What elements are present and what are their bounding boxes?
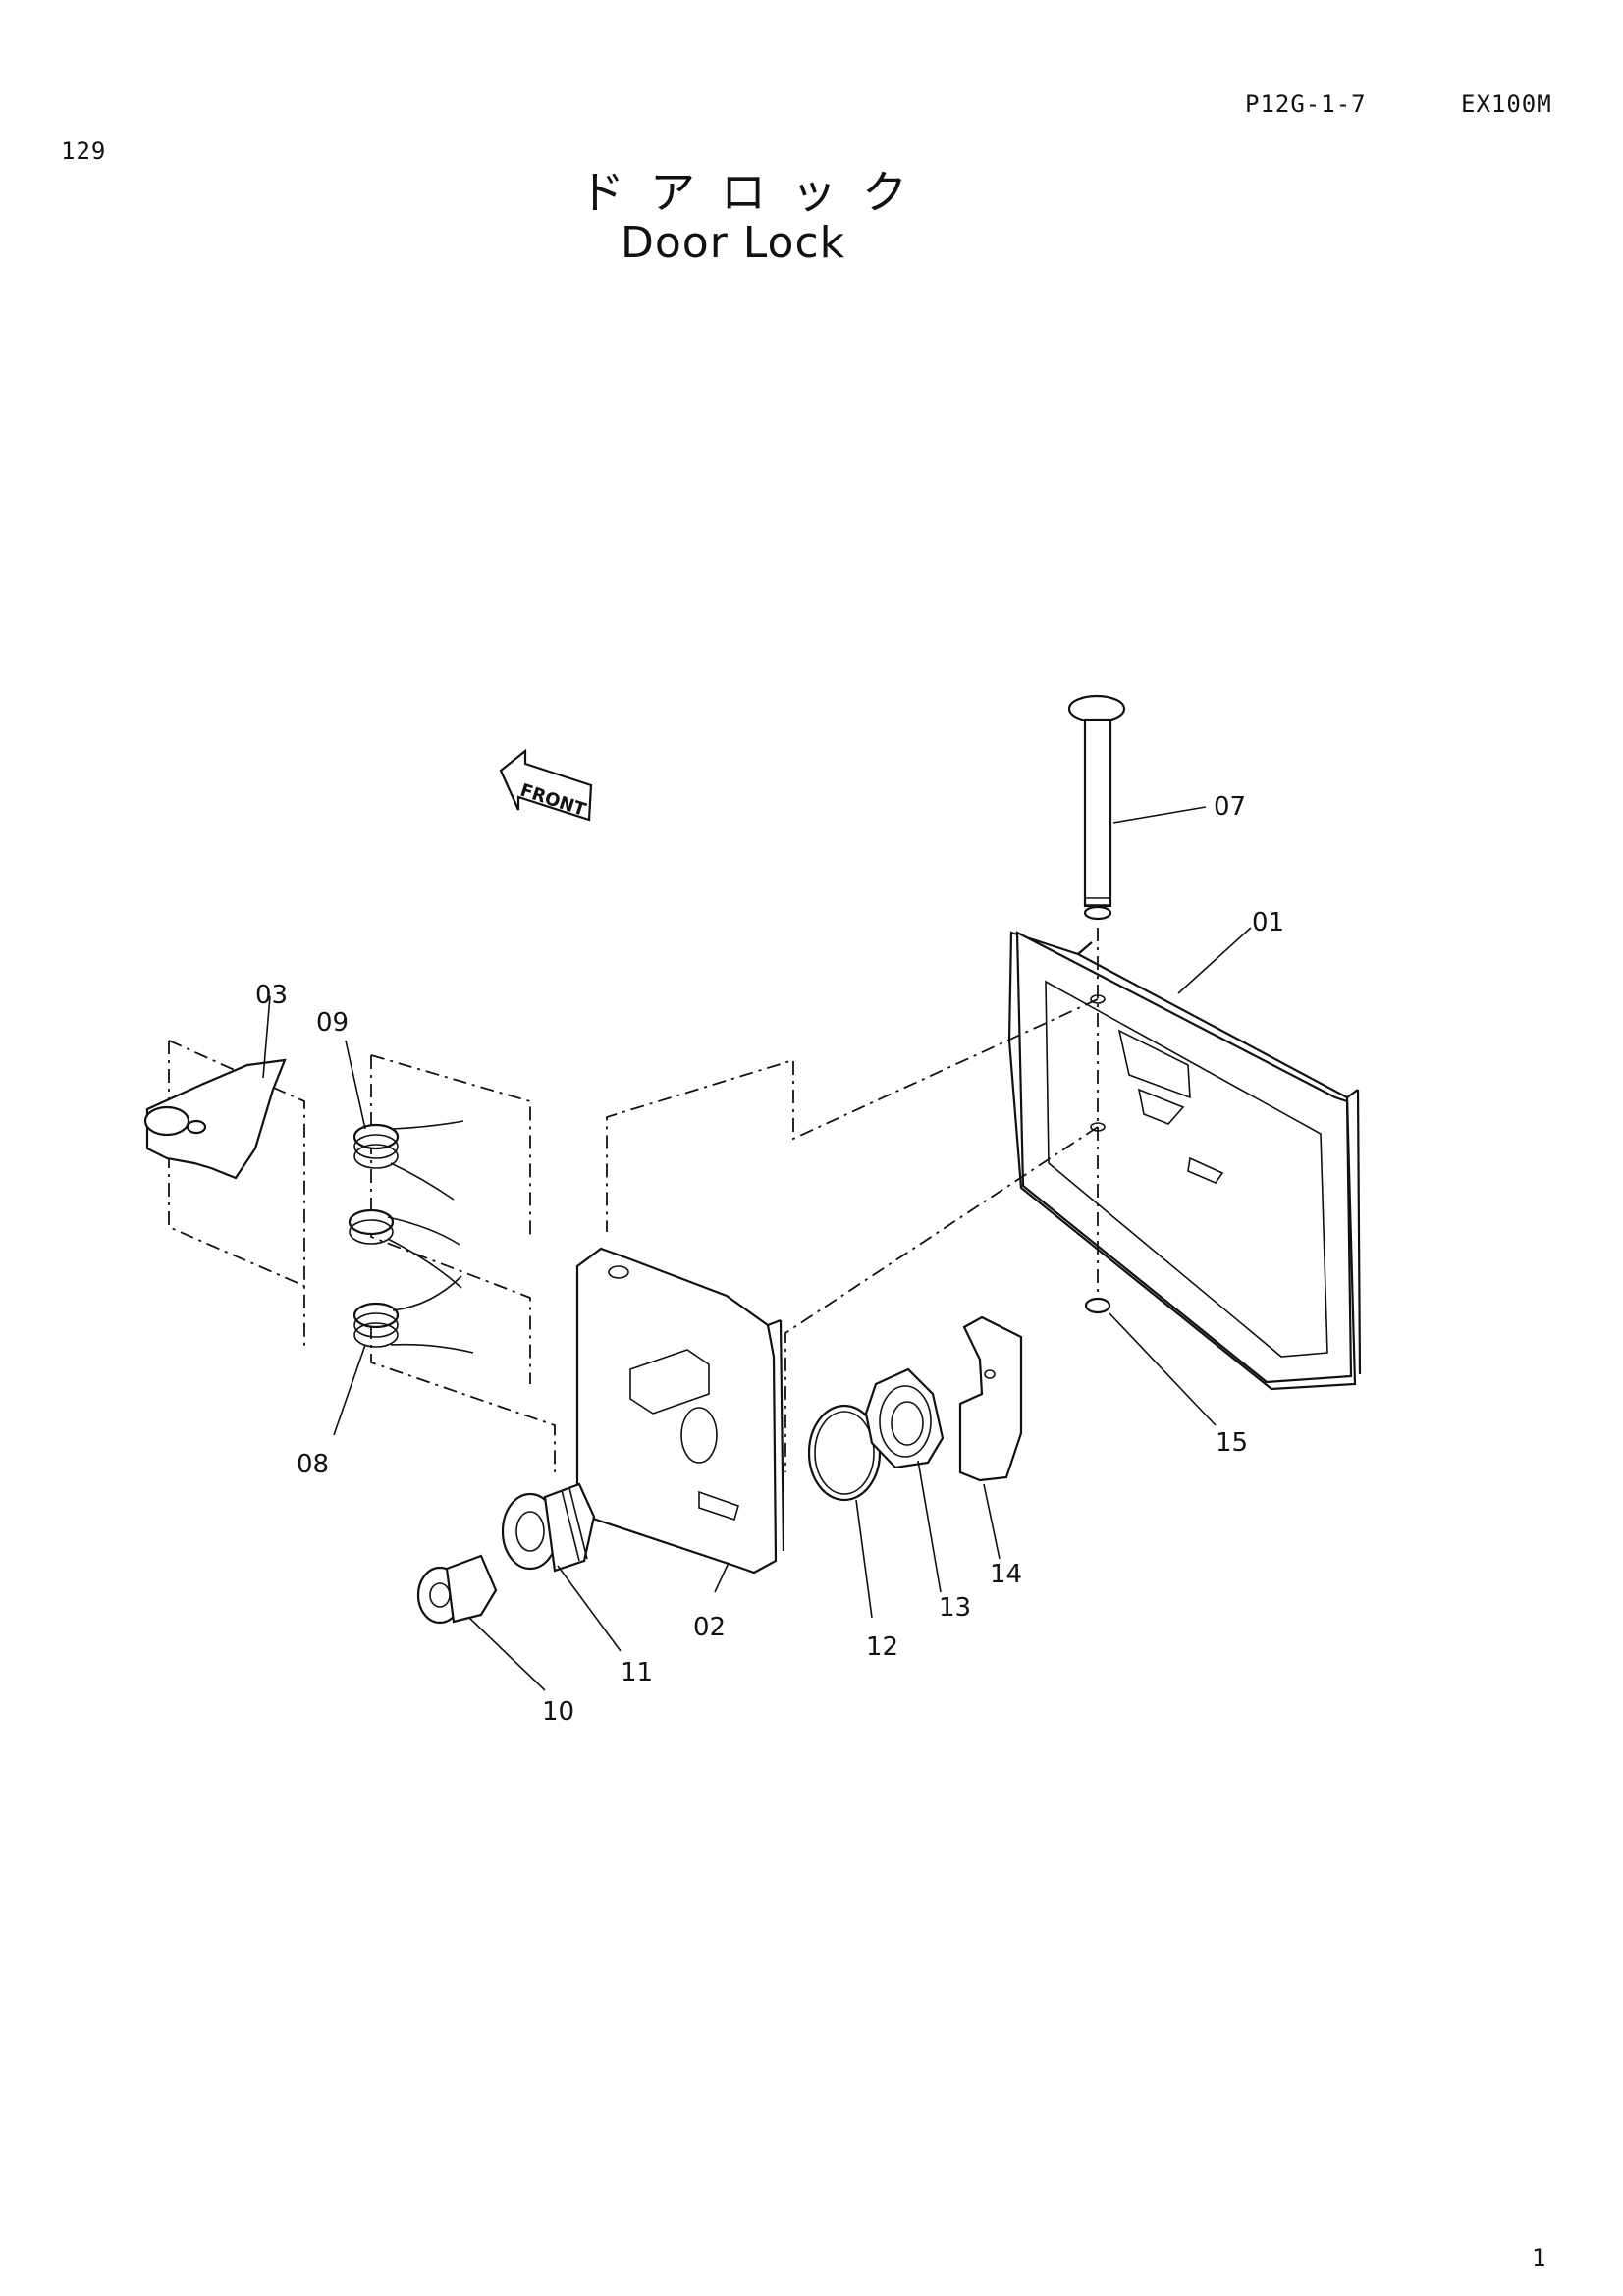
callout-03: 03 [255,981,288,1010]
part-11-bushing [501,1482,596,1573]
title-english: Door Lock [621,218,846,268]
part-13-nut [864,1367,945,1469]
part-07-pin [1067,694,1126,921]
callout-12: 12 [866,1632,898,1662]
callout-11: 11 [621,1658,653,1687]
part-02-lock-body [575,1247,785,1575]
part-08-spring [352,1275,474,1354]
part-spring-middle [348,1208,462,1289]
callout-13: 13 [939,1593,971,1623]
part-10-cylinder [416,1554,498,1625]
front-arrow: FRONT [499,748,593,822]
callout-15: 15 [1216,1428,1248,1458]
callout-02: 02 [693,1613,726,1642]
callout-09: 09 [316,1008,349,1038]
catalog-code: P12G-1-7 [1245,90,1367,118]
callout-10: 10 [542,1697,574,1727]
callout-08: 08 [297,1450,329,1479]
callout-14: 14 [990,1560,1022,1589]
part-12-oring [807,1404,882,1502]
page-number: 129 [61,137,107,165]
part-09-spring [352,1120,464,1201]
part-15-ring [1084,1297,1111,1314]
part-14-latch [958,1315,1023,1482]
part-03-lever [143,1058,287,1180]
footer-page-number: 1 [1532,2244,1547,2271]
callout-01: 01 [1252,908,1284,937]
model-name: EX100M [1461,90,1552,118]
title-japanese: ドアロック [579,166,933,219]
callout-07: 07 [1214,792,1246,822]
part-01-frame [1007,931,1362,1391]
